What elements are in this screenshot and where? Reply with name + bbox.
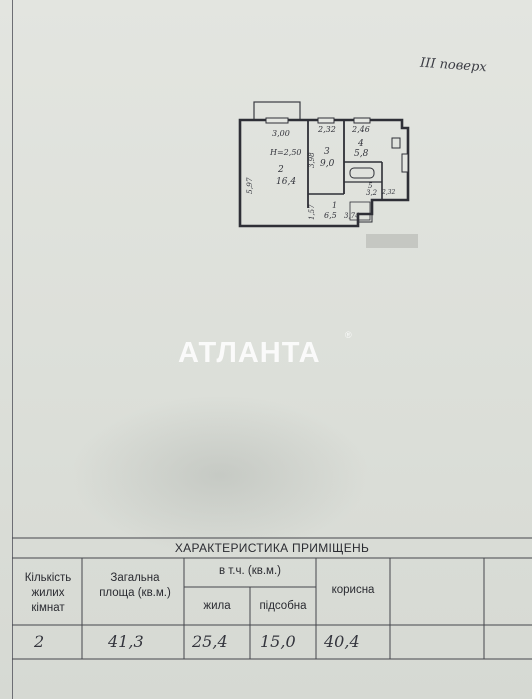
- room4-number: 4: [357, 139, 364, 149]
- window-side: [401, 153, 409, 173]
- redaction-patch: [366, 234, 418, 248]
- header-living: жила: [203, 600, 231, 612]
- table-title: ХАРАКТЕРИСТИКА ПРИМІЩЕНЬ: [174, 541, 370, 555]
- balcony: [253, 101, 301, 121]
- header-including: в т.ч. (кв.м.): [219, 565, 281, 577]
- outer-wall: [238, 118, 410, 228]
- value-rooms-count: 2: [34, 632, 45, 651]
- bathtub: [349, 167, 375, 179]
- watermark-text: АТЛАНТА: [178, 337, 321, 369]
- value-living: 25,4: [192, 632, 228, 651]
- value-useful: 40,4: [324, 632, 360, 651]
- dim-top-4: 2,46: [351, 125, 370, 134]
- value-total-area: 41,3: [108, 632, 144, 651]
- dim-corridor: 1,57: [308, 204, 316, 220]
- room4-area: 5,8: [354, 149, 369, 159]
- room1-area: 6,5: [324, 211, 337, 220]
- room3-number: 3: [324, 147, 330, 157]
- margin-line: [12, 0, 13, 699]
- entry-stairs: [357, 213, 373, 223]
- room3-area: 9,0: [320, 159, 335, 169]
- dim-left-3: 3,98: [308, 152, 316, 168]
- window-room2: [265, 117, 289, 124]
- room5-area: 3,2: [366, 189, 378, 197]
- window-room4: [353, 117, 371, 124]
- room1-number: 1: [332, 201, 337, 210]
- hatch-box: [349, 201, 371, 221]
- scan-shadow: [70, 395, 370, 555]
- header-useful: корисна: [331, 584, 375, 596]
- dim-top-2: 3,00: [272, 129, 290, 138]
- window-room3: [317, 117, 335, 124]
- ceiling-height: Н=2,50: [269, 148, 302, 157]
- dim-bath: 2,32: [381, 189, 396, 196]
- header-auxiliary: підсобна: [259, 600, 307, 612]
- stove: [391, 137, 401, 149]
- table-grid: [12, 537, 532, 660]
- dim-left-2: 5,97: [245, 177, 254, 194]
- value-auxiliary: 15,0: [260, 632, 296, 651]
- room2-area: 16,4: [276, 177, 296, 187]
- room5-number: 5: [368, 182, 373, 190]
- floor-plan: 3,00 2,32 2,46 Н=2,50 2 16,4 5,97 3 9,0 …: [238, 101, 418, 248]
- dim-top-3: 2,32: [317, 125, 336, 134]
- header-rooms-count: Кількість жилих кімнат: [24, 572, 72, 614]
- dim-entry: 3,74: [344, 212, 360, 220]
- header-total-area: Загальна площа (кв.м.): [99, 572, 171, 599]
- watermark-registered-mark: ®: [345, 330, 352, 340]
- room2-number: 2: [277, 165, 284, 175]
